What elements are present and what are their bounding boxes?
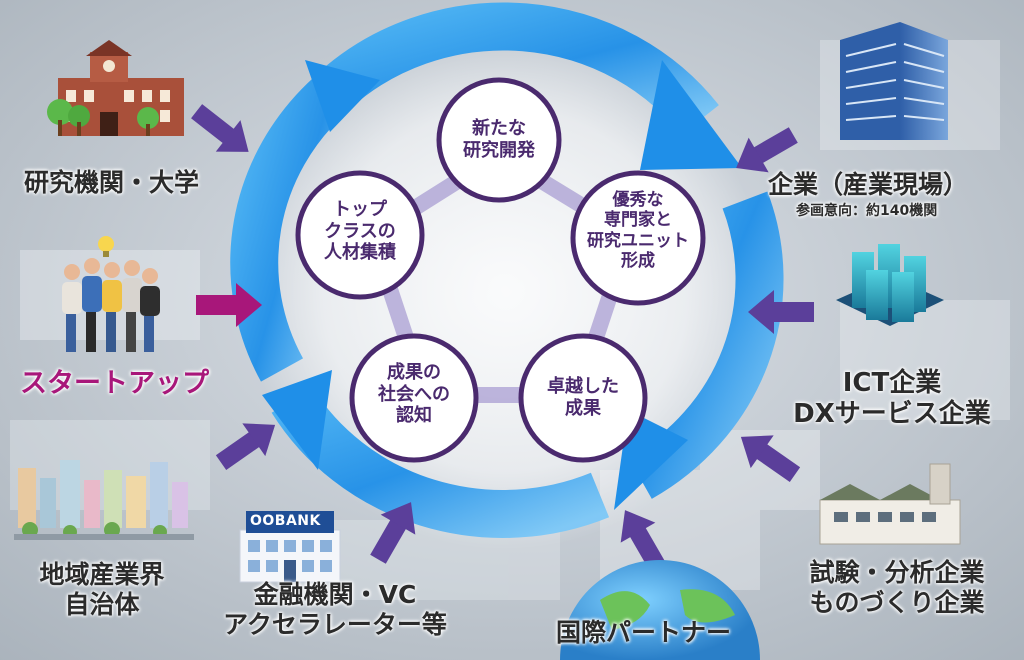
label-line: 金融機関・VC (253, 580, 417, 609)
circle-text-social-recognition: 成果の 社会への 認知 (349, 362, 479, 427)
label-line: DXサービス企業 (793, 398, 991, 429)
arrow-startup (196, 283, 262, 327)
circle-new-rnd (436, 77, 562, 203)
circle-line: 専門家と (604, 210, 672, 231)
circle-text-expert-units: 優秀な 専門家と 研究ユニット 形成 (573, 190, 703, 272)
label-industry: 企業（産業現場） (768, 170, 969, 199)
arrow-finance (370, 502, 416, 564)
circle-line: トップ (333, 199, 387, 220)
globe-icon (560, 560, 760, 660)
bank-icon (239, 511, 341, 583)
circle-text-talent-pool: トップ クラスの 人材集積 (295, 199, 425, 264)
arrow-testing (740, 435, 801, 483)
label-finance: 金融機関・VC アクセラレーター等 (190, 580, 480, 639)
label-industry-note: 参画意向：約140機関 (796, 203, 938, 219)
arrow-industry (736, 127, 798, 173)
label-line: 地域産業界 (39, 560, 165, 589)
circle-text-new-rnd: 新たな 研究開発 (434, 118, 564, 161)
circle-expert-units (570, 170, 706, 306)
bank-sign-text: OOBANK (250, 513, 321, 529)
city-icon (14, 460, 194, 540)
circle-line: 卓越した (547, 376, 619, 397)
office-building-icon (840, 22, 948, 140)
circle-line: 認知 (396, 405, 432, 427)
circle-excellent-results (518, 333, 648, 463)
label-line: 自治体 (64, 589, 140, 619)
circle-line: 人材集積 (324, 242, 396, 264)
circle-line: 研究開発 (463, 139, 535, 161)
label-startup: スタートアップ (20, 368, 209, 399)
server-icon (836, 244, 944, 326)
team-icon (62, 236, 160, 352)
arrow-ict (748, 290, 814, 334)
label-testing: 試験・分析企業 ものづくり企業 (778, 558, 1016, 617)
arrow-research (191, 104, 249, 152)
circle-line: 成果の (387, 362, 441, 383)
university-icon (47, 40, 184, 136)
label-line: アクセラレーター等 (223, 609, 447, 639)
label-line: 試験・分析企業 (809, 558, 985, 587)
circle-line: 成果 (565, 397, 601, 419)
circle-line: 研究ユニット (587, 230, 689, 251)
factory-icon (819, 463, 961, 545)
ring-arrowhead-left (305, 60, 380, 132)
cycle-ring (230, 2, 784, 538)
label-research: 研究機関・大学 (24, 168, 200, 197)
circle-line: 新たな (472, 118, 526, 139)
circle-line: 社会への (378, 383, 450, 405)
label-international: 国際パートナー (556, 618, 732, 647)
label-ict: ICT企業 DXサービス企業 (770, 368, 1014, 429)
circle-line: 形成 (621, 251, 655, 272)
circle-social-recognition (349, 333, 479, 463)
arrow-regional (215, 423, 276, 471)
circle-talent-pool (295, 170, 425, 300)
label-regional: 地域産業界 自治体 (18, 560, 186, 619)
center-circles (295, 77, 706, 463)
ring-arrowhead-top (640, 60, 742, 170)
circle-line: クラスの (324, 220, 396, 242)
bank-sign (246, 511, 334, 533)
label-line: ものづくり企業 (809, 587, 985, 617)
circle-line: 優秀な (612, 190, 664, 210)
circle-text-excellent-results: 卓越した 成果 (518, 376, 648, 419)
label-line: ICT企業 (842, 368, 942, 398)
ring-arrowhead-bottom (262, 370, 332, 470)
